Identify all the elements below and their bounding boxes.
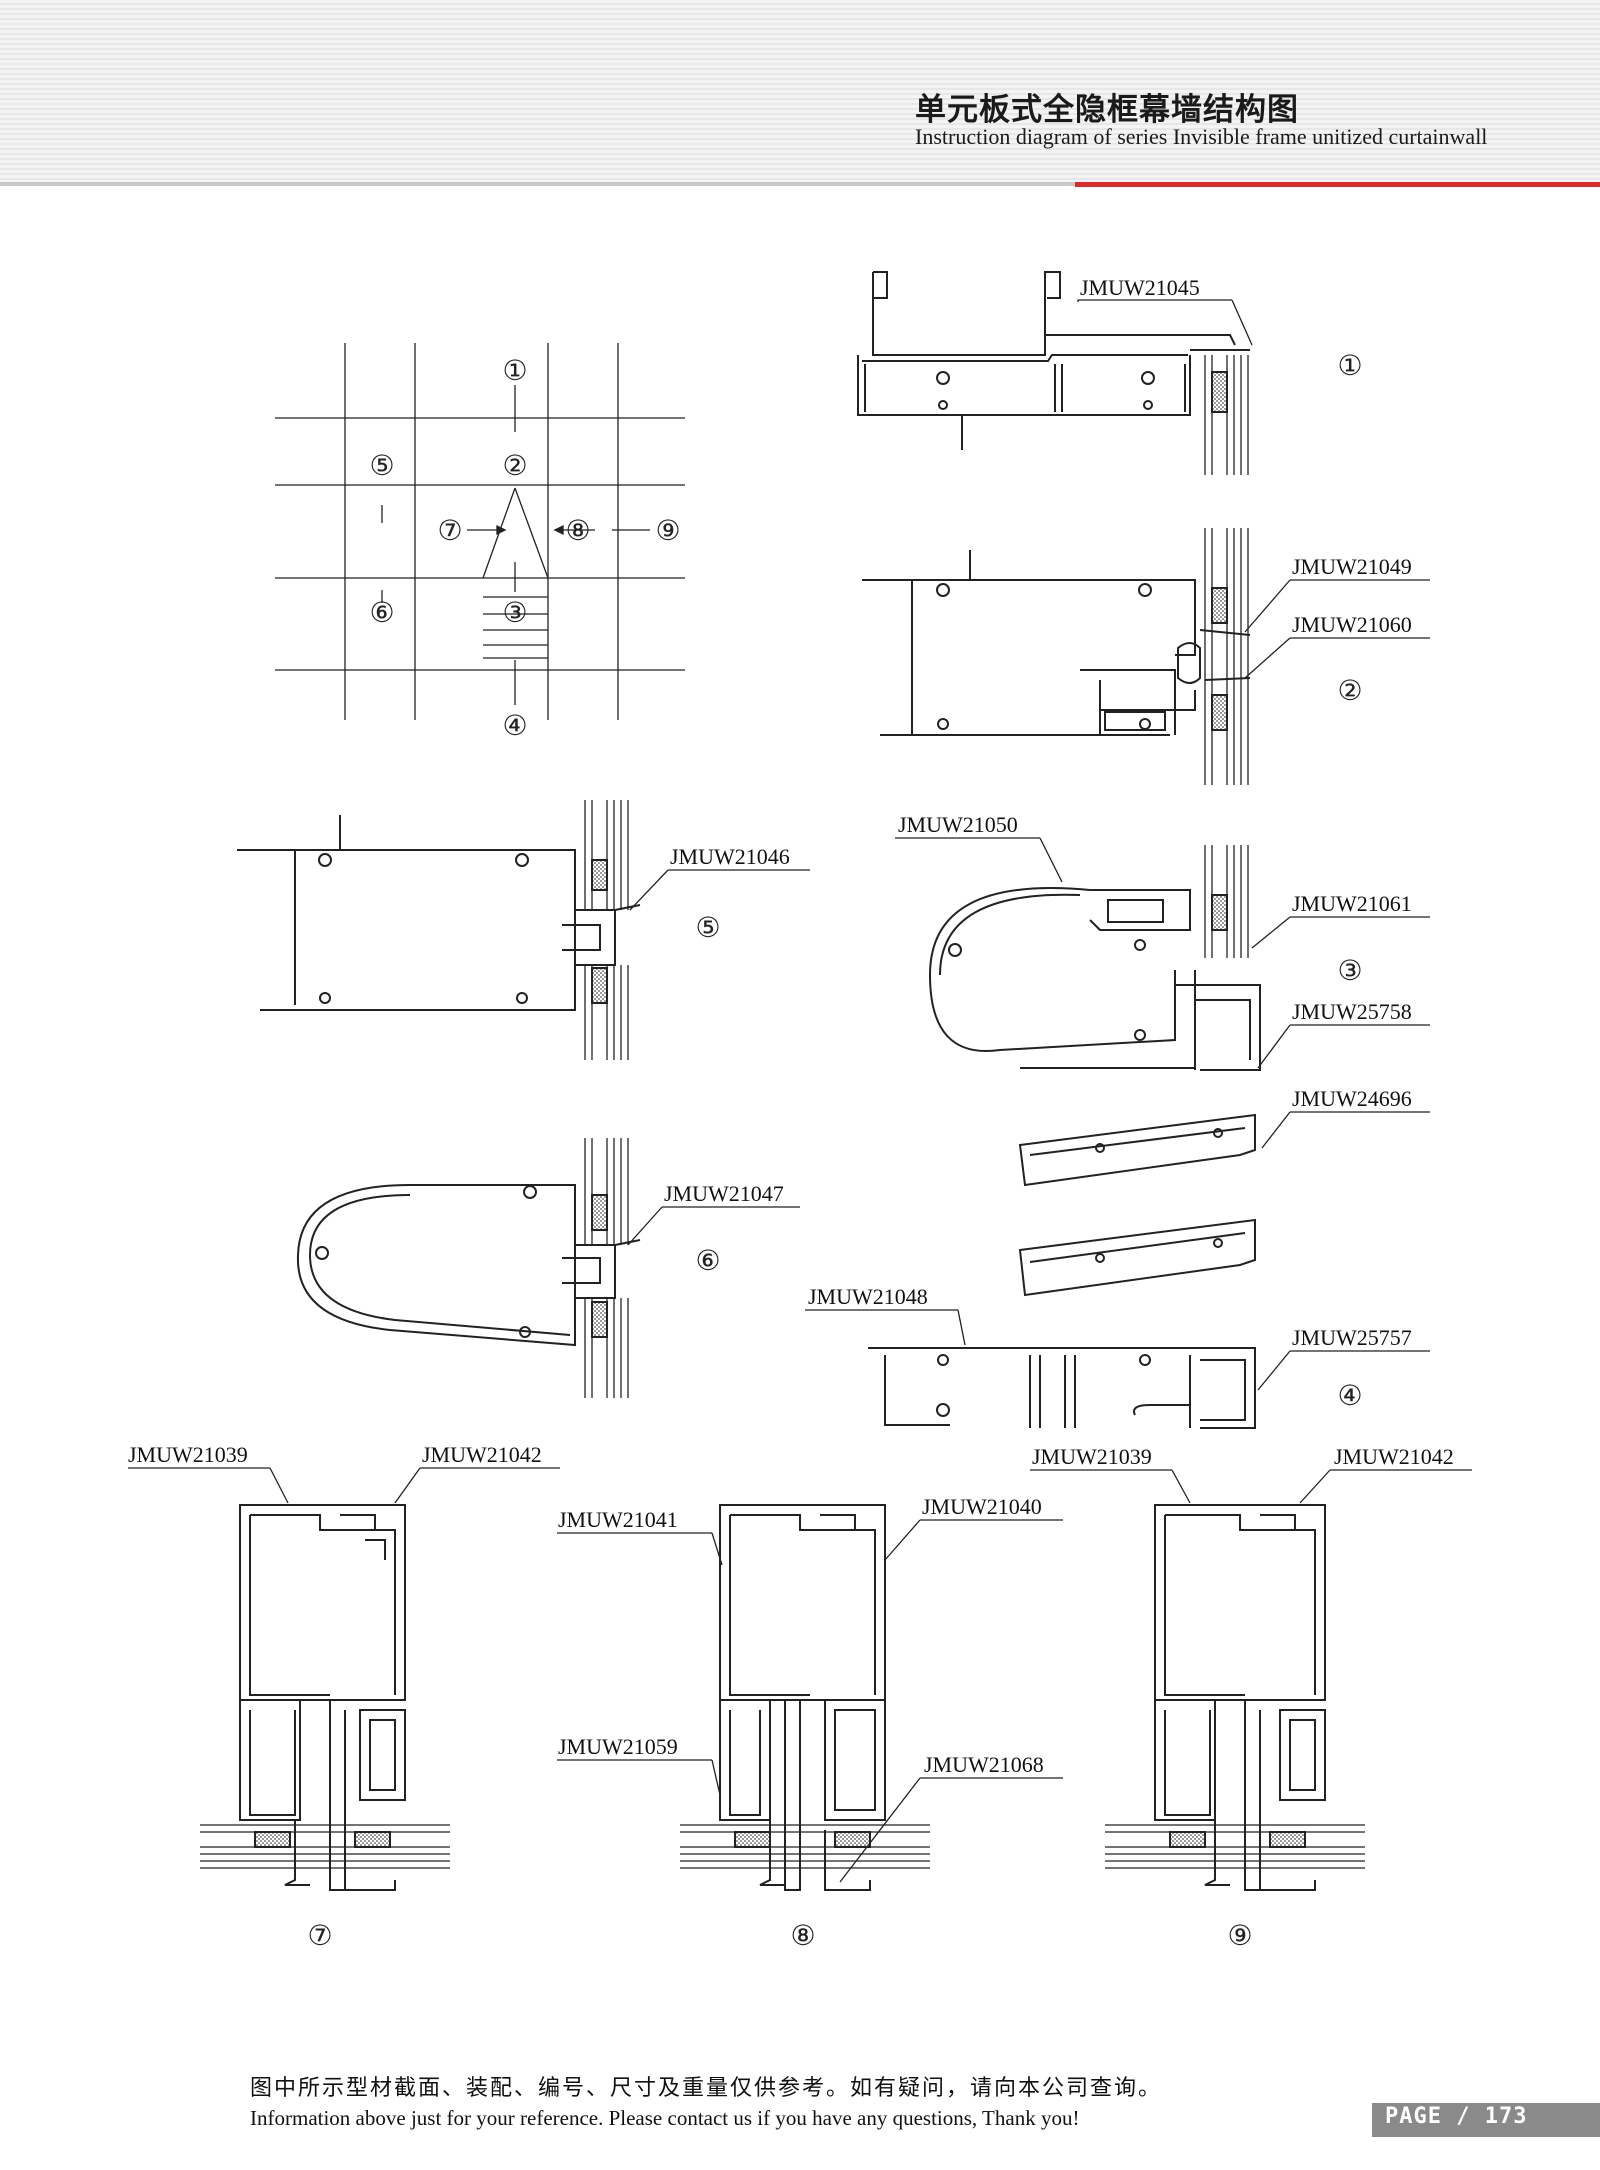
section-3-gasket bbox=[1211, 894, 1228, 931]
elevation-key-grid bbox=[275, 343, 685, 720]
grid-marker-9: ⑨ bbox=[655, 514, 680, 547]
section-7-glass bbox=[200, 1824, 450, 1869]
page-number-badge bbox=[1372, 2103, 1600, 2137]
section-9-glass bbox=[1105, 1824, 1365, 1869]
section-marker-6: ⑥ bbox=[695, 1244, 720, 1277]
part-label: JMUW21061 bbox=[1292, 891, 1412, 916]
section-7-gasket-right bbox=[354, 1831, 391, 1848]
section-3-cover-plates bbox=[1018, 1113, 1256, 1297]
grid-marker-6: ⑥ bbox=[369, 596, 394, 629]
footer-note-en: Information above just for your referenc… bbox=[250, 2106, 1080, 2130]
part-label: JMUW24696 bbox=[1292, 1086, 1412, 1111]
part-label: JMUW21068 bbox=[924, 1752, 1044, 1777]
section-4-profile bbox=[868, 1347, 1256, 1429]
section-2-gasket-top bbox=[1211, 587, 1228, 624]
part-label: JMUW21048 bbox=[808, 1284, 928, 1309]
section-marker-2: ② bbox=[1337, 674, 1362, 707]
section-7-gasket-left bbox=[254, 1831, 291, 1848]
section-6-gasket-bottom bbox=[591, 1301, 608, 1338]
section-1-profile bbox=[857, 271, 1250, 450]
page-number: PAGE / 173 bbox=[1385, 2104, 1528, 2129]
section-marker-4: ④ bbox=[1337, 1379, 1362, 1412]
section-marker-1: ① bbox=[1337, 349, 1362, 382]
section-7-profile bbox=[239, 1504, 406, 1891]
part-label: JMUW21059 bbox=[558, 1734, 678, 1759]
section-marker-3: ③ bbox=[1337, 954, 1362, 987]
section-2-glass bbox=[1204, 528, 1249, 785]
header-accent-rule bbox=[1075, 182, 1600, 187]
section-8-gasket-right bbox=[834, 1831, 871, 1848]
section-8-profile bbox=[719, 1504, 886, 1891]
section-2-gasket-bottom bbox=[1211, 694, 1228, 731]
part-label: JMUW21039 bbox=[1032, 1444, 1152, 1469]
section-3-glass bbox=[1204, 845, 1249, 958]
section-5-gasket-bottom bbox=[591, 967, 608, 1004]
section-marker-5: ⑤ bbox=[695, 911, 720, 944]
part-label: JMUW21042 bbox=[1334, 1444, 1454, 1469]
part-label: JMUW21049 bbox=[1292, 554, 1412, 579]
grid-marker-8: ⑧ bbox=[565, 514, 590, 547]
part-label: JMUW21039 bbox=[128, 1442, 248, 1467]
section-6-glass bbox=[584, 1138, 629, 1398]
section-6-profile bbox=[296, 1184, 641, 1347]
section-marker-8: ⑧ bbox=[790, 1919, 815, 1952]
header-rule bbox=[0, 182, 1075, 186]
footer-note-cn: 图中所示型材截面、装配、编号、尺寸及重量仅供参考。如有疑问，请向本公司查询。 bbox=[250, 2076, 1163, 2101]
section-marker-7: ⑦ bbox=[307, 1919, 332, 1952]
part-label: JMUW25758 bbox=[1292, 999, 1412, 1024]
section-9-gasket-left bbox=[1169, 1831, 1206, 1848]
section-marker-9: ⑨ bbox=[1227, 1919, 1252, 1952]
grid-marker-2: ② bbox=[502, 449, 527, 482]
grid-marker-4: ④ bbox=[502, 709, 527, 742]
leader-lines bbox=[128, 299, 1472, 1883]
part-label: JMUW21041 bbox=[558, 1507, 678, 1532]
part-label: JMUW21040 bbox=[922, 1494, 1042, 1519]
part-label: JMUW21042 bbox=[422, 1442, 542, 1467]
grid-marker-1: ① bbox=[502, 354, 527, 387]
part-label: JMUW21047 bbox=[664, 1181, 784, 1206]
section-5-gasket-top bbox=[591, 859, 608, 891]
section-5-glass bbox=[584, 800, 629, 1060]
grid-marker-5: ⑤ bbox=[369, 449, 394, 482]
part-label: JMUW21050 bbox=[898, 812, 1018, 837]
part-label: JMUW21045 bbox=[1080, 275, 1200, 300]
section-6-gasket-top bbox=[591, 1194, 608, 1231]
section-8-gasket-left bbox=[734, 1831, 771, 1848]
part-label: JMUW25757 bbox=[1292, 1325, 1412, 1350]
page-title-cn: 单元板式全隐框幕墙结构图 bbox=[915, 92, 1299, 128]
part-label: JMUW21060 bbox=[1292, 612, 1412, 637]
part-label: JMUW21046 bbox=[670, 844, 790, 869]
section-5-profile bbox=[237, 815, 641, 1011]
grid-marker-7: ⑦ bbox=[437, 514, 462, 547]
section-8-glass bbox=[680, 1824, 930, 1869]
page-title-en: Instruction diagram of series Invisible … bbox=[915, 124, 1488, 149]
section-3-profile bbox=[928, 887, 1261, 1071]
section-2-profile bbox=[862, 550, 1251, 736]
section-9-gasket-right bbox=[1269, 1831, 1306, 1848]
section-9-profile bbox=[1154, 1504, 1326, 1891]
grid-marker-3: ③ bbox=[502, 596, 527, 629]
header-band bbox=[0, 0, 1600, 185]
section-1-gasket bbox=[1211, 371, 1228, 413]
